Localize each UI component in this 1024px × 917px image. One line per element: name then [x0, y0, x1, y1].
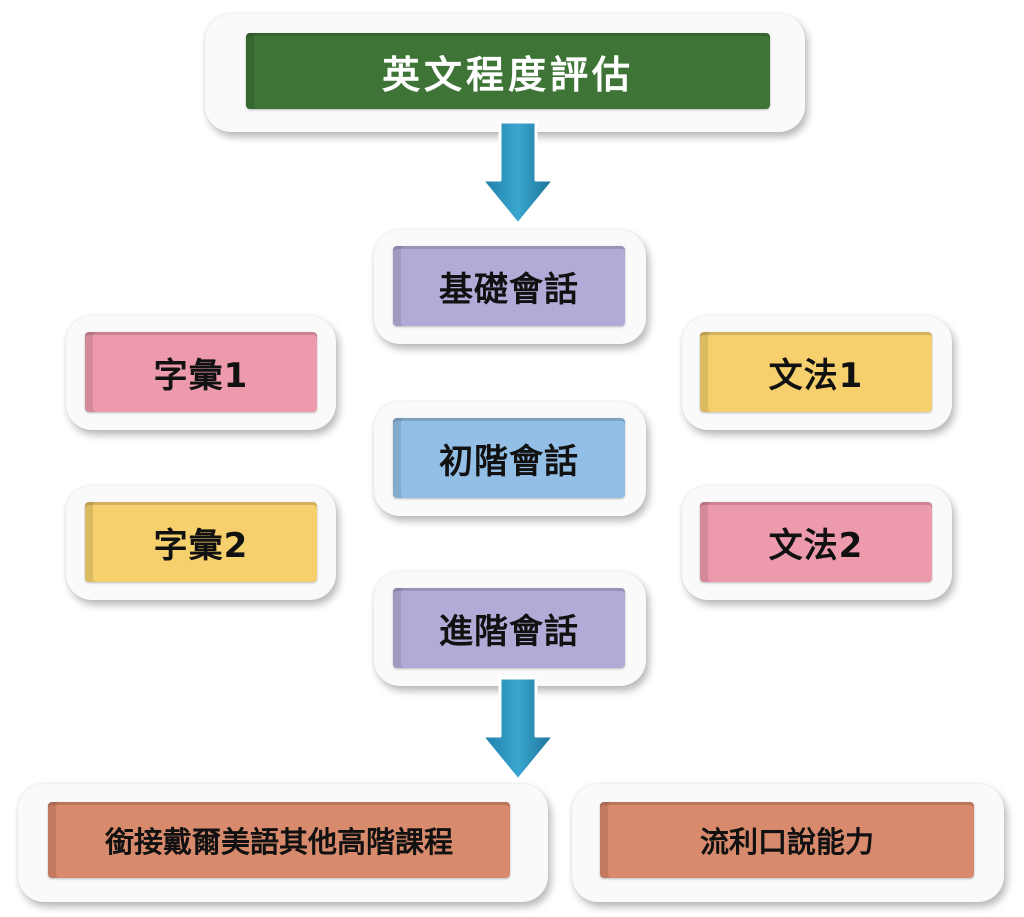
arrow-down-icon: [480, 120, 556, 226]
vocabulary-2-box: 字彙2: [85, 502, 317, 582]
vocabulary-1-box: 字彙1: [85, 332, 317, 412]
outcome-courses-box: 銜接戴爾美語其他高階課程: [48, 802, 510, 878]
title-box: 英文程度評估: [246, 33, 770, 109]
advanced-conversation-box: 進階會話: [393, 588, 625, 668]
grammar-1-box: 文法1: [700, 332, 932, 412]
outcome-fluency-box: 流利口說能力: [600, 802, 974, 878]
basic-conversation-box: 基礎會話: [393, 246, 625, 326]
grammar-2-box: 文法2: [700, 502, 932, 582]
arrow-down-icon: [480, 676, 556, 782]
beginner-conversation-box: 初階會話: [393, 418, 625, 498]
